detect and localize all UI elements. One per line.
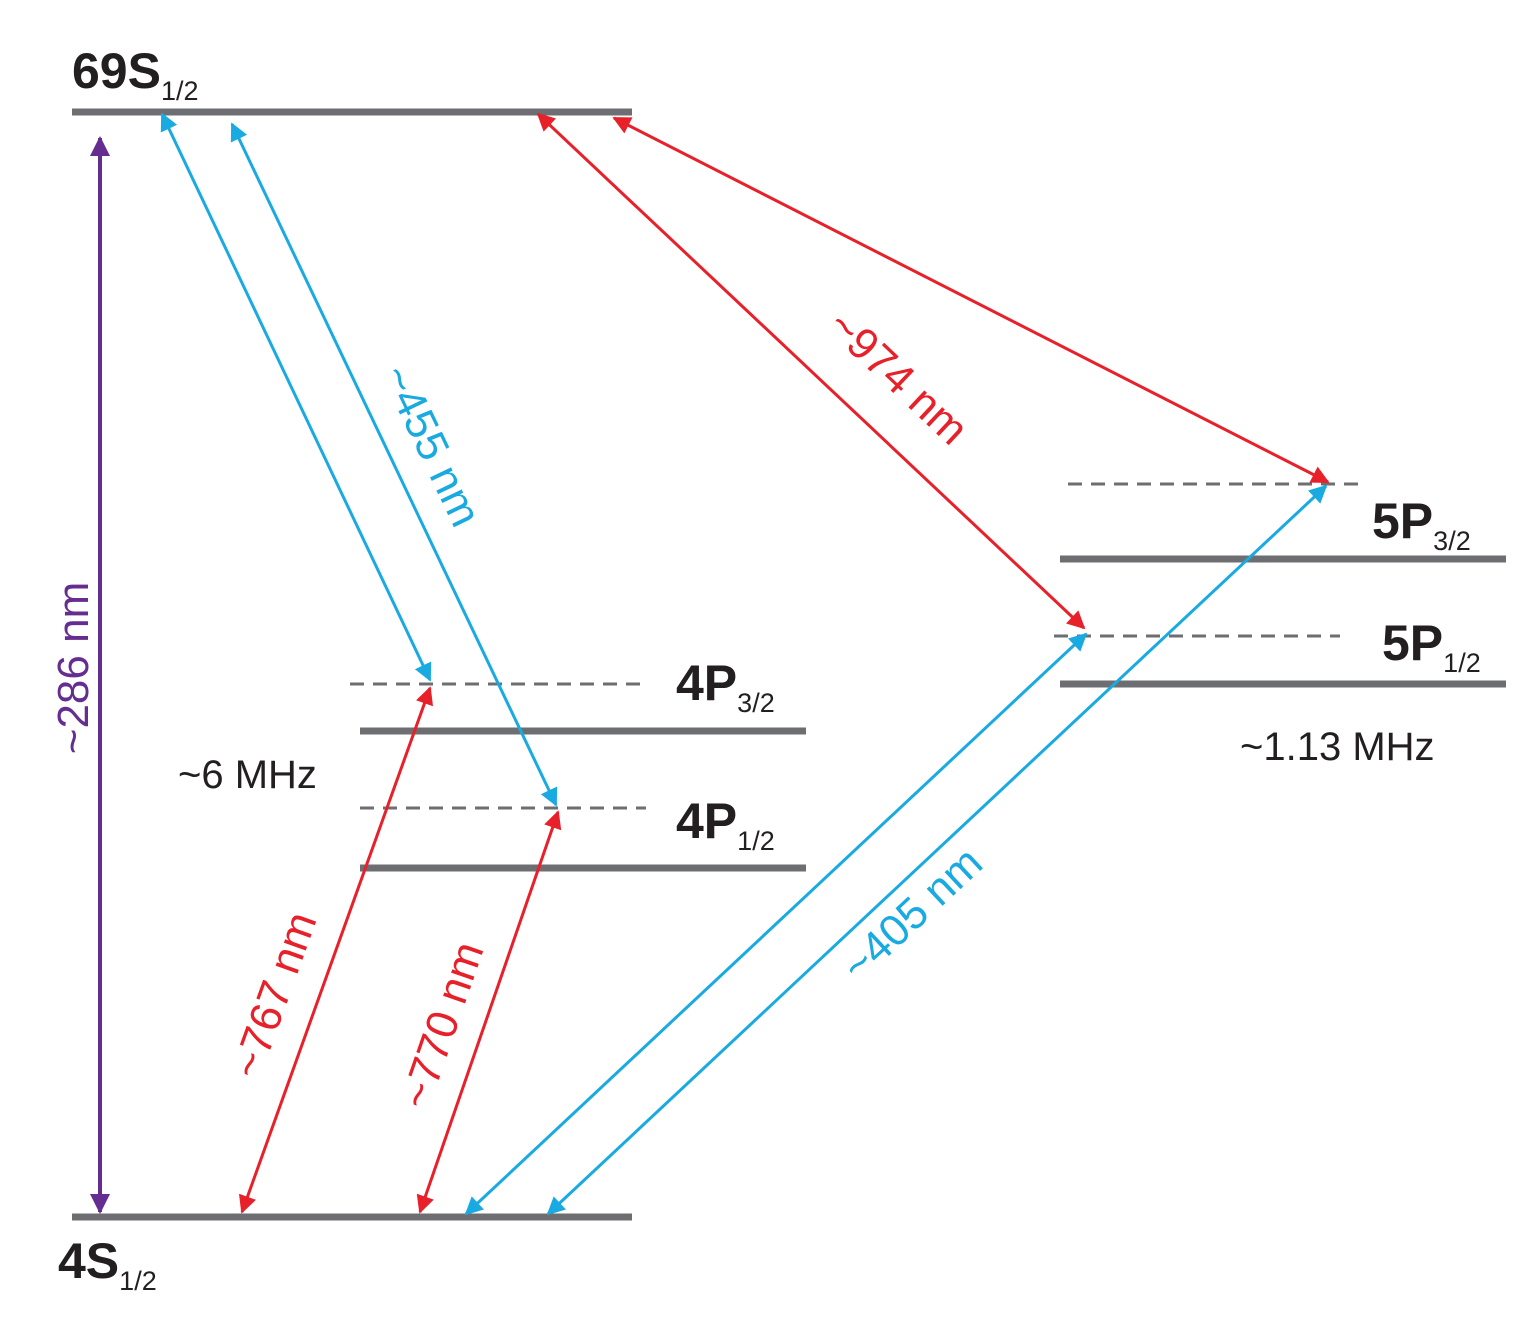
label-69s: 69S1/2: [72, 43, 199, 106]
arrow-767nm: [238, 686, 434, 1214]
arrow-974nm-b: [612, 116, 1330, 484]
wavelength-286nm: ~286 nm: [49, 582, 98, 754]
label-4s: 4S1/2: [58, 1233, 157, 1296]
wavelength-767nm: ~767 nm: [222, 906, 326, 1085]
wavelength-770nm: ~770 nm: [391, 936, 493, 1115]
arrow-405nm-a: [464, 632, 1088, 1216]
label-5p12: 5P1/2: [1382, 615, 1481, 678]
label-5p32: 5P3/2: [1372, 493, 1471, 556]
detuning-4p: ~6 MHz: [178, 753, 317, 797]
wavelength-974nm: ~974 nm: [818, 300, 977, 454]
arrow-974nm-a: [536, 112, 1086, 630]
detuning-5p: ~1.13 MHz: [1240, 725, 1435, 769]
wavelength-455nm: ~455 nm: [372, 357, 490, 534]
arrow-455nm-b: [230, 122, 558, 807]
label-4p12: 4P1/2: [676, 793, 775, 856]
label-4p32: 4P3/2: [676, 655, 775, 718]
arrow-405nm-b: [546, 484, 1328, 1216]
wavelength-405nm: ~405 nm: [832, 838, 992, 991]
